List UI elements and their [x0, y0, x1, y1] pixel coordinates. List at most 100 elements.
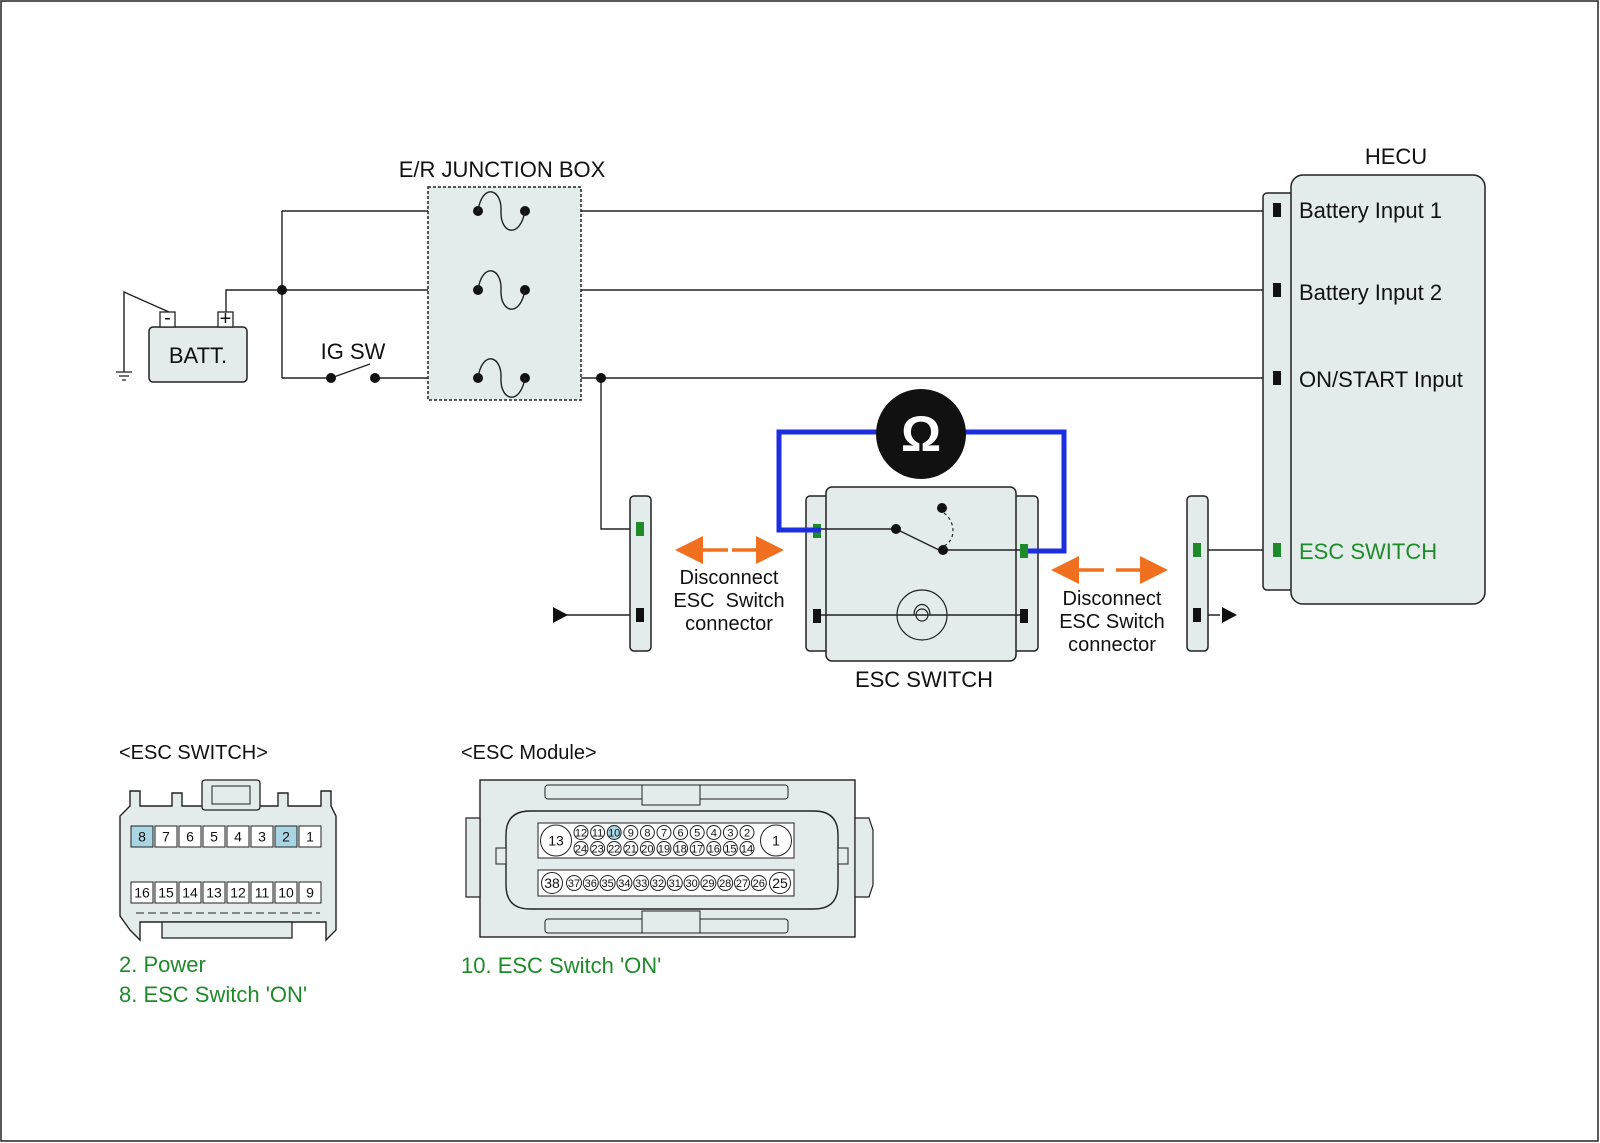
connector-pin: 13	[540, 824, 572, 857]
esc-switch-legend-1: 2. Power	[119, 952, 206, 977]
svg-text:22: 22	[608, 844, 620, 856]
battery: - + BATT.	[148, 307, 248, 383]
esc-switch-legend-2: 8. ESC Switch 'ON'	[119, 982, 307, 1007]
svg-text:32: 32	[652, 878, 664, 890]
ohmmeter-leads: Ω	[776, 389, 1067, 554]
connector-pin: 25	[769, 872, 791, 894]
connector-pin: 10	[274, 881, 298, 904]
svg-text:10: 10	[608, 828, 620, 840]
svg-text:24: 24	[575, 844, 587, 856]
connector-pin: 31	[666, 875, 683, 891]
svg-text:Disconnect: Disconnect	[1063, 588, 1162, 610]
svg-text:1: 1	[772, 833, 780, 849]
connector-pin: 18	[673, 841, 689, 856]
connector-pin: 21	[623, 841, 639, 856]
hecu-battery-input-1: Battery Input 1	[1299, 198, 1442, 223]
svg-text:35: 35	[601, 878, 613, 890]
connector-pin: 30	[683, 875, 700, 891]
svg-text:15: 15	[158, 885, 174, 901]
hecu-on-start-input: ON/START Input	[1299, 367, 1463, 392]
svg-text:12: 12	[575, 828, 587, 840]
connector-pin: 13	[202, 881, 226, 904]
junction-dots	[277, 285, 606, 383]
connector-pin: 34	[616, 875, 633, 891]
connector-pin: 36	[582, 875, 599, 891]
connector-pin: 8	[639, 825, 655, 840]
svg-text:10: 10	[278, 885, 294, 901]
svg-text:ESC Switch: ESC Switch	[1059, 611, 1165, 633]
svg-text:8: 8	[138, 829, 146, 845]
connector-pin: 1	[760, 824, 792, 857]
connector-pin: 24	[573, 841, 589, 856]
svg-text:11: 11	[255, 885, 270, 901]
svg-text:29: 29	[702, 878, 714, 890]
connector-pin: 8	[130, 825, 154, 848]
svg-text:12: 12	[230, 885, 246, 901]
connector-pin: 1	[298, 825, 322, 848]
svg-text:3: 3	[258, 829, 266, 845]
connector-pin: 6	[178, 825, 202, 848]
fuse-icon	[473, 191, 530, 231]
svg-text:20: 20	[641, 844, 653, 856]
battery-minus-label: -	[164, 307, 171, 329]
svg-text:13: 13	[548, 833, 564, 849]
connector-pin: 9	[623, 825, 639, 840]
lamp-icon	[896, 589, 948, 641]
svg-text:14: 14	[741, 844, 753, 856]
ohmmeter-icon	[876, 389, 966, 479]
svg-text:38: 38	[544, 875, 560, 891]
fuse-icon	[473, 270, 530, 310]
svg-text:2: 2	[282, 829, 290, 845]
connector-pin: 26	[750, 875, 767, 891]
connector-pin: 3	[722, 825, 738, 840]
connector-pin: 23	[590, 841, 606, 856]
connector-pin: 20	[639, 841, 655, 856]
connector-pin: 17	[689, 841, 705, 856]
svg-text:1: 1	[306, 829, 314, 845]
hecu-title: HECU	[1365, 144, 1427, 169]
esc-module-connector-title: <ESC Module>	[461, 742, 597, 764]
connector-pin: 28	[717, 875, 734, 891]
svg-text:9: 9	[628, 828, 634, 840]
battery-label: BATT.	[169, 343, 227, 368]
ohmmeter-symbol: Ω	[901, 406, 941, 462]
connector-pin: 15	[154, 881, 178, 904]
svg-text:13: 13	[206, 885, 222, 901]
connector-pin: 15	[722, 841, 738, 856]
svg-text:Disconnect: Disconnect	[680, 567, 779, 589]
connector-pin: 22	[606, 841, 622, 856]
svg-text:31: 31	[669, 878, 681, 890]
hecu-battery-input-2: Battery Input 2	[1299, 280, 1442, 305]
svg-text:5: 5	[210, 829, 218, 845]
svg-text:7: 7	[661, 828, 667, 840]
connector-pin: 2	[739, 825, 755, 840]
svg-text:6: 6	[186, 829, 194, 845]
connector-pin: 38	[541, 872, 563, 894]
svg-text:4: 4	[234, 829, 242, 845]
svg-text:16: 16	[134, 885, 150, 901]
disconnect-note-right: Disconnect ESC Switch connector	[1059, 588, 1165, 656]
connector-pin: 3	[250, 825, 274, 848]
svg-text:connector: connector	[685, 613, 773, 635]
junction-box-title: E/R JUNCTION BOX	[399, 157, 606, 182]
connector-pin: 9	[298, 881, 322, 904]
esc-module-legend-1: 10. ESC Switch 'ON'	[461, 953, 661, 978]
svg-text:16: 16	[708, 844, 720, 856]
connector-pin: 4	[706, 825, 722, 840]
ig-switch-label: IG SW	[321, 339, 386, 364]
connector-pin: 7	[656, 825, 672, 840]
fuse-icon	[473, 358, 530, 398]
connector-pin: 11	[590, 825, 606, 840]
connector-pin: 12	[573, 825, 589, 840]
junction-box: E/R JUNCTION BOX	[399, 157, 606, 401]
connector-pin: 29	[700, 875, 717, 891]
connector-pin: 14	[178, 881, 202, 904]
harness-connector-left	[553, 495, 652, 652]
svg-text:18: 18	[674, 844, 686, 856]
connector-pin: 32	[650, 875, 666, 891]
hecu-module: HECU Battery Input 1 Battery Input 2 ON/…	[1262, 144, 1486, 605]
